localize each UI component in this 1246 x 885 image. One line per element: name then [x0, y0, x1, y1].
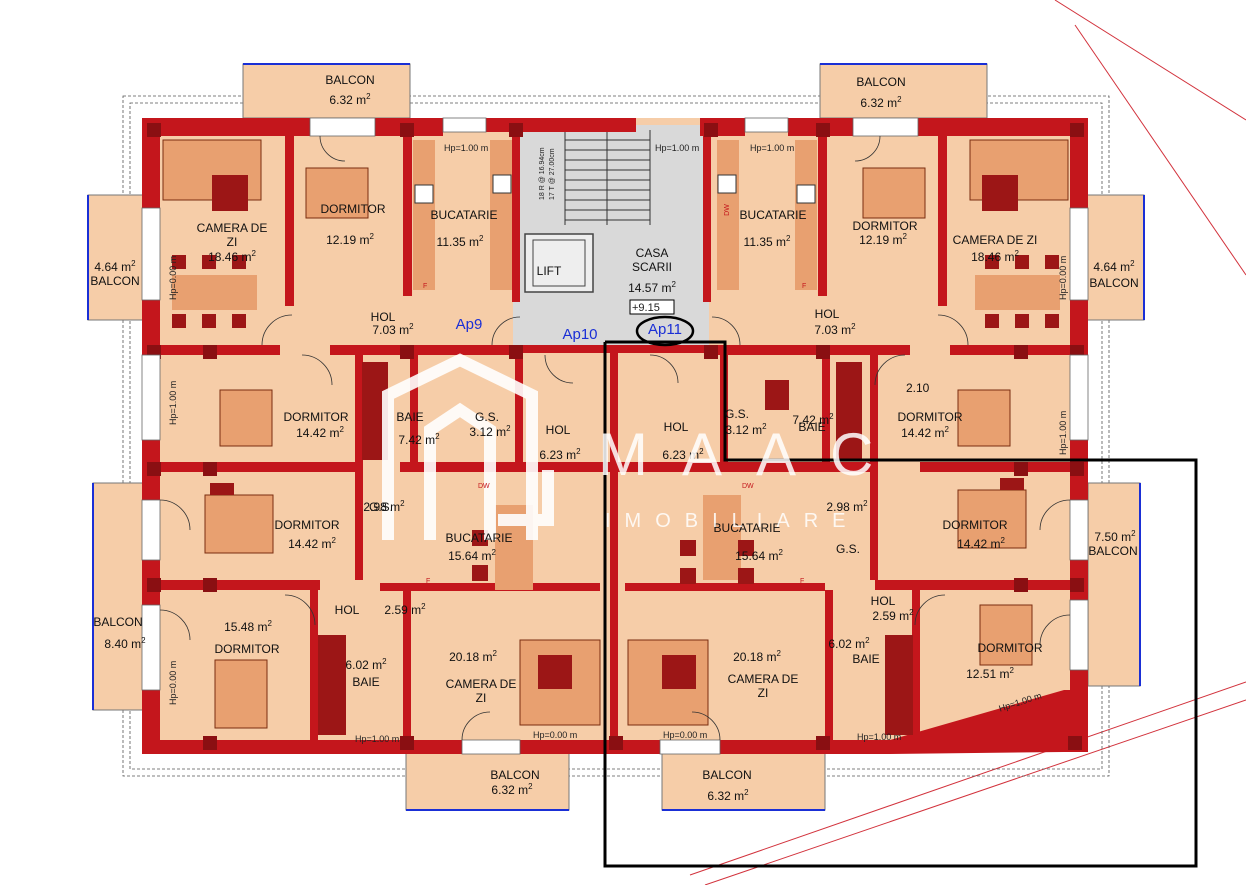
bed-mid-right — [957, 389, 1011, 447]
outer-dashed-outline — [122, 95, 1110, 777]
bed-top-right — [862, 167, 926, 219]
doors — [159, 135, 1071, 741]
bed-top-left — [305, 167, 369, 219]
bathtub-bottom-right — [885, 635, 913, 735]
balconies — [87, 63, 1145, 811]
kitchen-counter-left — [413, 140, 435, 290]
ap11-highlight — [603, 315, 1198, 868]
bed-lower-left — [204, 494, 274, 554]
bed-lower-right — [957, 489, 1027, 549]
walls — [142, 118, 1088, 754]
kitchen-counter-right — [717, 140, 739, 290]
bathtub-right — [836, 362, 862, 460]
bed-bottom-left — [214, 659, 268, 729]
furniture — [162, 139, 1069, 735]
bed-bottom-right — [979, 604, 1033, 666]
property-boundary — [689, 0, 1246, 885]
kitchen-island-right — [703, 495, 741, 580]
bathtub-bottom-left — [318, 635, 346, 735]
columns — [147, 123, 1084, 750]
balcony-bottom-right — [661, 751, 826, 811]
balcony-left-lower — [92, 482, 146, 711]
balcony-top-right — [819, 63, 988, 119]
stair-hall — [513, 125, 709, 347]
balcony-left-upper — [87, 194, 147, 321]
balcony-top-left — [242, 63, 411, 119]
balcony-edges — [87, 63, 1145, 811]
bed-mid-left — [219, 389, 273, 447]
windows — [141, 117, 1089, 755]
watermark-logo — [382, 353, 554, 540]
dining-table-left — [172, 275, 257, 310]
balcony-right-upper — [1085, 194, 1145, 321]
dining-table-right — [975, 275, 1060, 310]
balcony-right-lower — [1087, 482, 1141, 687]
balcony-bottom-left — [405, 751, 570, 811]
